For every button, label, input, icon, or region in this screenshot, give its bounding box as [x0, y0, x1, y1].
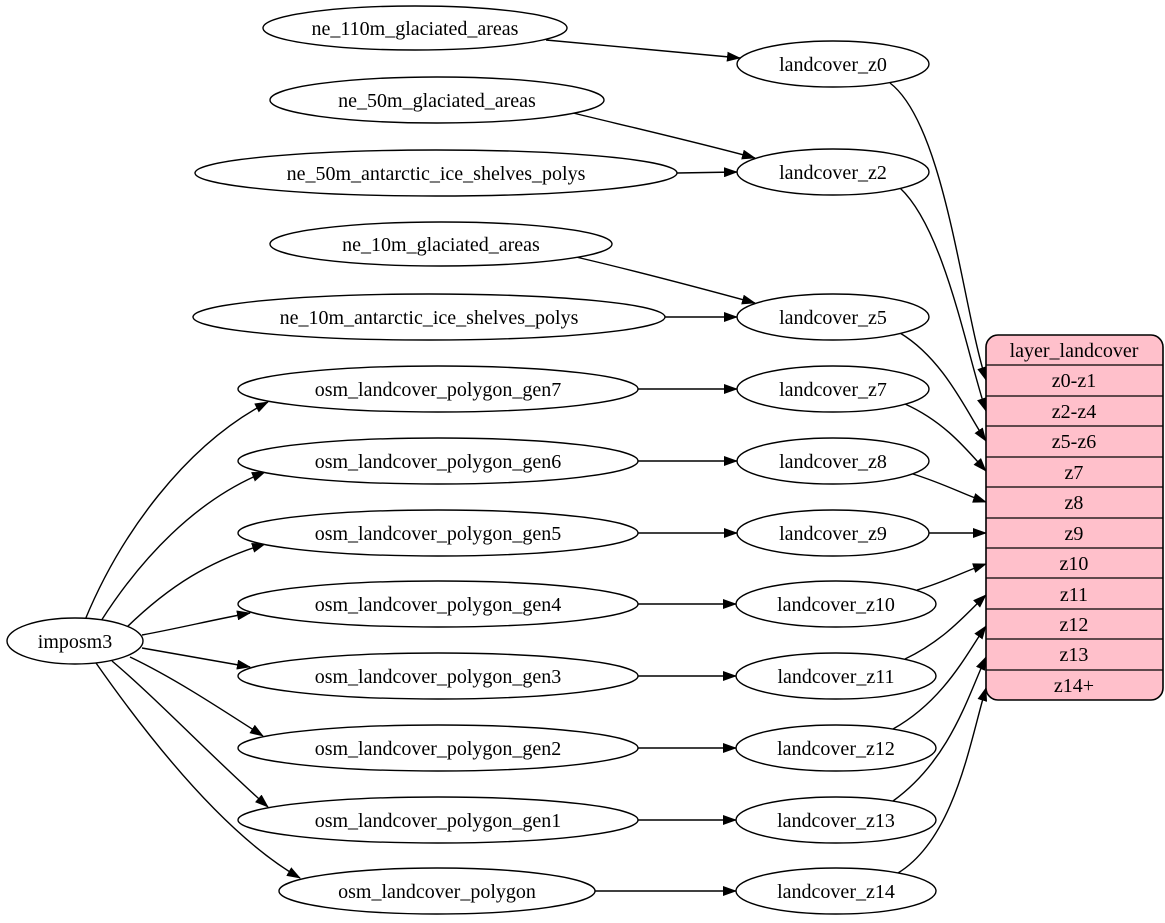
- node-label: osm_landcover_polygon: [338, 881, 536, 903]
- edge-z14-row: [897, 687, 988, 874]
- node-landcover-z0: landcover_z0: [736, 40, 930, 88]
- node-label: landcover_z11: [778, 666, 895, 688]
- node-landcover-z7: landcover_z7: [736, 365, 930, 413]
- node-ne-50m-antarctic-ice-shelves-polys: ne_50m_antarctic_ice_shelves_polys: [194, 149, 678, 197]
- node-label: ne_110m_glaciated_areas: [312, 18, 519, 40]
- edge-ne50m-ant-z2: [676, 167, 738, 178]
- node-osm-landcover-polygon-gen4: osm_landcover_polygon_gen4: [237, 580, 639, 628]
- edge-z0-row: [889, 82, 987, 381]
- node-landcover-z2: landcover_z2: [736, 148, 930, 196]
- edge-imposm3-gen4: [141, 610, 251, 636]
- node-label: landcover_z2: [779, 162, 887, 184]
- node-landcover-z11: landcover_z11: [735, 652, 937, 700]
- edge-imposm3-gen7: [84, 401, 269, 621]
- edge-z10-row: [916, 563, 987, 591]
- edge-z7-row: [904, 403, 987, 472]
- node-label: landcover_z5: [779, 307, 887, 329]
- edge-imposm3-gen2: [129, 656, 264, 737]
- node-osm-landcover-polygon: osm_landcover_polygon: [278, 867, 596, 915]
- source-nodes: ne_110m_glaciated_areas ne_50m_glaciated…: [192, 5, 678, 915]
- record-row-z13: z13: [1060, 644, 1089, 666]
- node-osm-landcover-polygon-gen5: osm_landcover_polygon_gen5: [237, 509, 639, 557]
- node-label: landcover_z8: [779, 451, 887, 473]
- node-label: landcover_z14: [777, 881, 895, 903]
- node-label: ne_50m_antarctic_ice_shelves_polys: [287, 163, 586, 185]
- intermediate-nodes: landcover_z0 landcover_z2 landcover_z5 l…: [735, 40, 937, 915]
- node-osm-landcover-polygon-gen2: osm_landcover_polygon_gen2: [237, 724, 639, 772]
- node-label: osm_landcover_polygon_gen5: [315, 523, 562, 545]
- record-row-z11: z11: [1060, 584, 1088, 606]
- node-label: landcover_z7: [779, 379, 887, 401]
- node-landcover-z10: landcover_z10: [735, 580, 937, 628]
- node-osm-landcover-polygon-gen3: osm_landcover_polygon_gen3: [237, 652, 639, 700]
- node-landcover-z8: landcover_z8: [736, 437, 930, 485]
- node-label: osm_landcover_polygon_gen7: [315, 379, 562, 401]
- edge-imposm3-gen3: [141, 647, 251, 670]
- edge-ne110m-z0: [545, 39, 741, 62]
- node-label: landcover_z10: [777, 594, 895, 616]
- node-label: landcover_z12: [777, 738, 895, 760]
- node-osm-landcover-polygon-gen6: osm_landcover_polygon_gen6: [237, 437, 639, 485]
- record-row-z2-z4: z2-z4: [1052, 401, 1096, 423]
- record-row-z12: z12: [1060, 614, 1089, 636]
- record-row-z5-z6: z5-z6: [1052, 431, 1096, 453]
- node-osm-landcover-polygon-gen1: osm_landcover_polygon_gen1: [237, 796, 639, 844]
- node-label: osm_landcover_polygon_gen4: [315, 594, 562, 616]
- node-label: ne_10m_glaciated_areas: [342, 234, 540, 256]
- edge-imposm3-polygon: [95, 662, 301, 879]
- edge-z12-row: [892, 625, 987, 730]
- edge-imposm3-gen6: [100, 471, 266, 622]
- edge-imposm3-gen1: [111, 660, 269, 808]
- node-landcover-z9: landcover_z9: [736, 509, 930, 557]
- node-osm-landcover-polygon-gen7: osm_landcover_polygon_gen7: [237, 365, 639, 413]
- node-landcover-z5: landcover_z5: [736, 293, 930, 341]
- edge-z5-row: [899, 332, 987, 442]
- node-label: ne_50m_glaciated_areas: [338, 90, 536, 112]
- node-imposm3-label: imposm3: [38, 631, 112, 653]
- record-row-z0-z1: z0-z1: [1052, 370, 1096, 392]
- record-separators: [986, 364, 1163, 671]
- node-label: osm_landcover_polygon_gen1: [315, 810, 562, 832]
- edge-z11-row: [904, 594, 987, 660]
- node-label: landcover_z9: [779, 523, 887, 545]
- edges: [84, 39, 988, 896]
- record-row-z8: z8: [1065, 492, 1084, 514]
- edge-z13-row: [892, 656, 987, 802]
- node-label: osm_landcover_polygon_gen2: [315, 738, 562, 760]
- node-label: landcover_z0: [779, 54, 887, 76]
- node-landcover-z12: landcover_z12: [735, 724, 937, 772]
- node-label: osm_landcover_polygon_gen3: [315, 666, 562, 688]
- node-landcover-z13: landcover_z13: [735, 796, 937, 844]
- edge-z8-row: [912, 473, 987, 503]
- record-title: layer_landcover: [1010, 340, 1139, 362]
- record-row-z7: z7: [1065, 462, 1084, 484]
- node-ne-10m-glaciated-areas: ne_10m_glaciated_areas: [269, 221, 613, 267]
- node-imposm3: imposm3: [6, 617, 144, 665]
- record-row-z10: z10: [1060, 553, 1089, 575]
- node-imposm3-shape: [6, 617, 144, 665]
- node-layer-landcover: layer_landcover z0-z1 z2-z4 z5-z6 z7 z8 …: [985, 334, 1164, 701]
- node-label: osm_landcover_polygon_gen6: [315, 451, 562, 473]
- edge-ne10m-z5: [575, 256, 756, 305]
- record-row-z9: z9: [1065, 523, 1084, 545]
- edge-imposm3-gen5: [125, 543, 266, 629]
- node-ne-50m-glaciated-areas: ne_50m_glaciated_areas: [269, 76, 605, 124]
- edge-z2-row: [899, 187, 987, 412]
- node-landcover-z14: landcover_z14: [735, 867, 937, 915]
- node-ne-10m-antarctic-ice-shelves-polys: ne_10m_antarctic_ice_shelves_polys: [192, 293, 666, 341]
- node-label: ne_10m_antarctic_ice_shelves_polys: [280, 307, 579, 329]
- edge-ne50m-z2: [572, 112, 756, 160]
- record-row-z14plus: z14+: [1054, 675, 1094, 697]
- node-ne-110m-glaciated-areas: ne_110m_glaciated_areas: [262, 5, 568, 51]
- node-label: landcover_z13: [777, 810, 895, 832]
